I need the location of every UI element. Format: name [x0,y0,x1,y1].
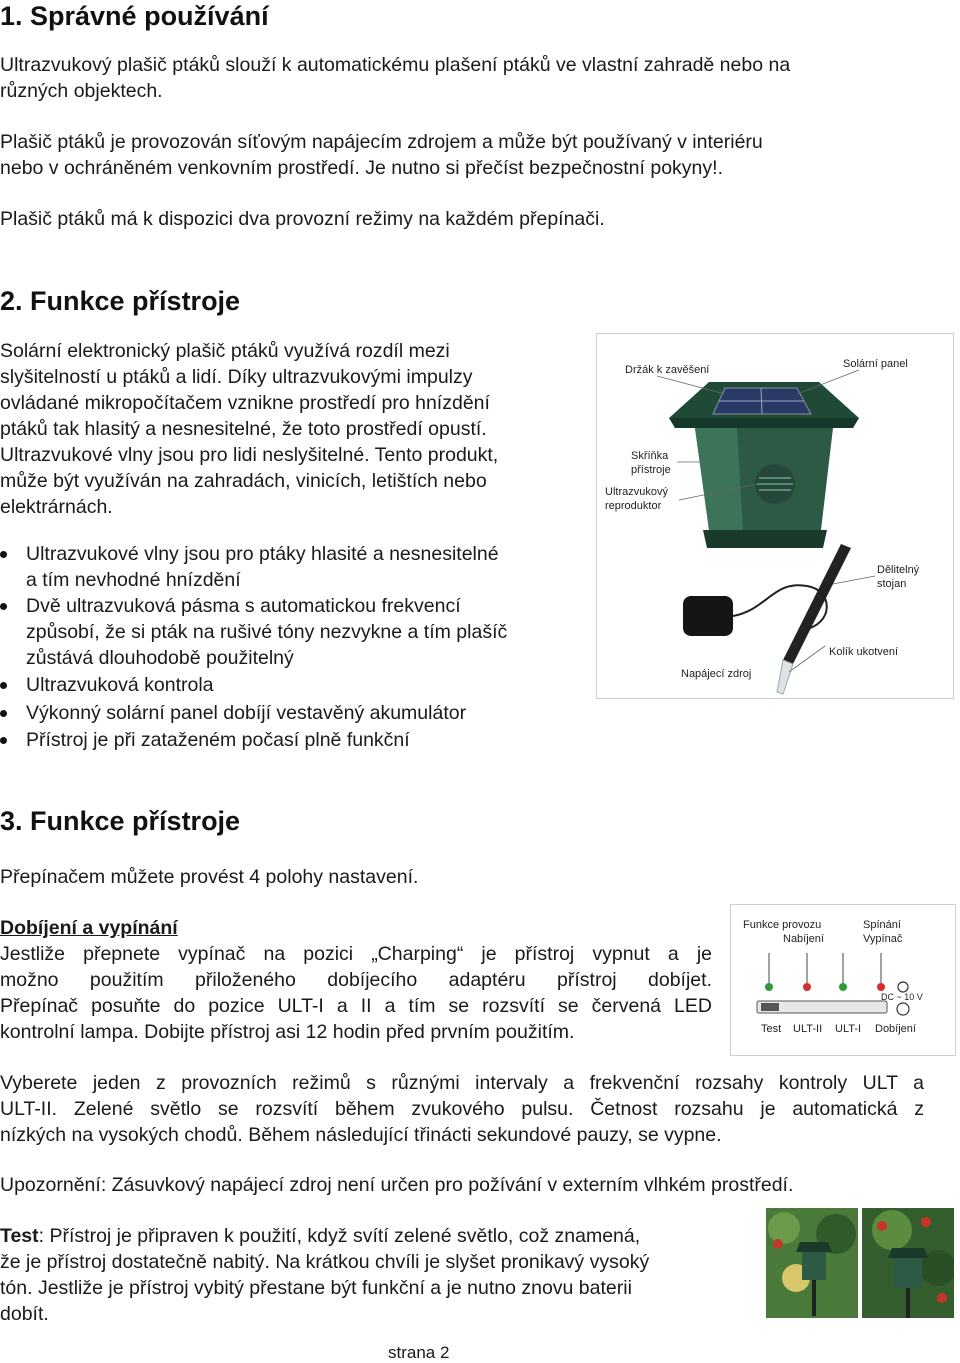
label-solar-panel: Solární panel [843,358,908,370]
s3-intro: Přepínačem můžete provést 4 polohy nasta… [0,866,419,888]
label-test: Test [761,1023,782,1035]
bullet-icon [0,682,7,689]
bullet-item: Dvě ultrazvuková pásma s automatickou fr… [0,593,960,671]
power-adapter-icon [683,584,828,636]
mode-line: ULT-II. Zelené světlo se rozsvítí během … [0,1098,924,1120]
product-figure: Držák k zavěšení Solární panel Skříňka p… [596,333,954,699]
label-dc: DC ~ 10 V [881,992,923,1002]
switch-panel-figure: Funkce provozu Nabíjení Spínání Vypínač … [730,904,956,1056]
red-led-icon [877,983,885,991]
label-switch: Vypínač [863,933,903,945]
section-3-heading: 3. Funkce přístroje [0,806,241,836]
green-led-icon [765,983,773,991]
speaker-grill-icon [755,464,795,504]
charge-text: Jestliže přepnete vypínač na pozici „Cha… [0,941,712,1045]
bullet-item: Přístroj je při zataženém počasí plně fu… [0,727,960,753]
mode-line: nízkých na vysokých chodů. Během následu… [0,1124,722,1146]
label-adapter: Napájecí zdroj [681,668,752,680]
charge-line: Jestliže přepnete vypínač na pozici „Cha… [0,943,712,965]
label-charge: Dobíjení [875,1023,916,1035]
section-2-heading: 2. Funkce přístroje [0,286,241,316]
s2-line: ptáků tak hlasitý a nesnesitelné, že tot… [0,418,487,440]
label-case: Skříňka [631,450,669,462]
s1-para2-line2: nebo v ochráněném venkovním prostředí. J… [0,157,723,179]
garden-photo-2 [862,1208,956,1318]
section-1-heading: 1. Správné používání [0,1,269,31]
charge-line: kontrolní lampa. Dobijte přístroj asi 12… [0,1021,575,1043]
label-speaker: Ultrazvukový [605,486,668,498]
label-holder: Držák k zavěšení [625,364,710,376]
mode-line: Vyberete jeden z provozních režimů s růz… [0,1072,924,1094]
bullet-icon [0,603,7,610]
label-charging: Nabíjení [783,933,824,945]
test-line: dobít. [0,1303,49,1325]
bullet-icon [0,710,7,717]
label-speaker: reproduktor [605,500,662,512]
s2-description: Solární elektronický plašič ptáků využív… [0,338,590,520]
label-switching: Spínání [863,919,901,931]
bullet-item: Výkonný solární panel dobíjí vestavěný a… [0,700,960,726]
s1-para3: Plašič ptáků má k dispozici dva provozní… [0,208,605,230]
test-line: Test: Přístroj je připraven k použití, k… [0,1225,641,1247]
s2-line: elektrárnách. [0,496,113,518]
charge-title: Dobíjení a vypínání [0,917,178,939]
label-stand: stojan [877,578,907,590]
test-line: tón. Jestliže je přístroj vybitý přestan… [0,1277,632,1299]
bullet-icon [0,737,7,744]
label-ult2: ULT-II [793,1023,823,1035]
s2-line: ovládané mikropočítačem vznikne prostřed… [0,392,490,414]
label-peg: Kolík ukotvení [829,646,899,658]
bullet-item: Ultrazvuková kontrola [0,672,960,698]
dc-jack-icon [897,981,909,993]
red-led-icon [803,983,811,991]
green-led-icon [839,983,847,991]
s2-line: Solární elektronický plašič ptáků využív… [0,340,450,362]
charge-line: možno použitím přiloženého dobíjecího ad… [0,969,712,991]
s1-para2-line1: Plašič ptáků je provozován síťovým napáj… [0,131,763,153]
label-case: přístroje [631,464,671,476]
slide-switch-icon [756,1000,888,1014]
bullet-icon [0,551,7,558]
bird-repeller-illustration [656,369,876,695]
s2-line: Ultrazvukové vlny jsou pro lidi neslyšit… [0,444,499,466]
page-number: strana 2 [388,1343,450,1362]
mode-text: Vyberete jeden z provozních režimů s růz… [0,1070,924,1148]
ground-peg-icon [776,659,794,695]
s2-line: může být využíván na zahradách, vinicích… [0,470,487,492]
s1-para1-line1: Ultrazvukový plašič ptáků slouží k autom… [0,54,791,76]
test-label: Test [0,1225,39,1247]
test-line: že je přístroj dostatečně nabitý. Na krá… [0,1251,650,1273]
test-text: Test: Přístroj je připraven k použití, k… [0,1223,744,1327]
charge-line: Přepínač posuňte do pozice ULT-I a II a … [0,995,712,1017]
label-function: Funkce provozu [743,919,822,931]
label-ult1: ULT-I [835,1023,862,1035]
s2-line: slyšitelností u ptáků a lidí. Díky ultra… [0,366,473,388]
s1-para1-line2: různých objektech. [0,80,163,102]
warning-text: Upozornění: Zásuvkový napájecí zdroj nen… [0,1174,794,1196]
bullet-item: Ultrazvukové vlny jsou pro ptáky hlasité… [0,541,960,593]
garden-photo-1 [766,1208,858,1318]
label-stand: Dělitelný [877,564,920,576]
